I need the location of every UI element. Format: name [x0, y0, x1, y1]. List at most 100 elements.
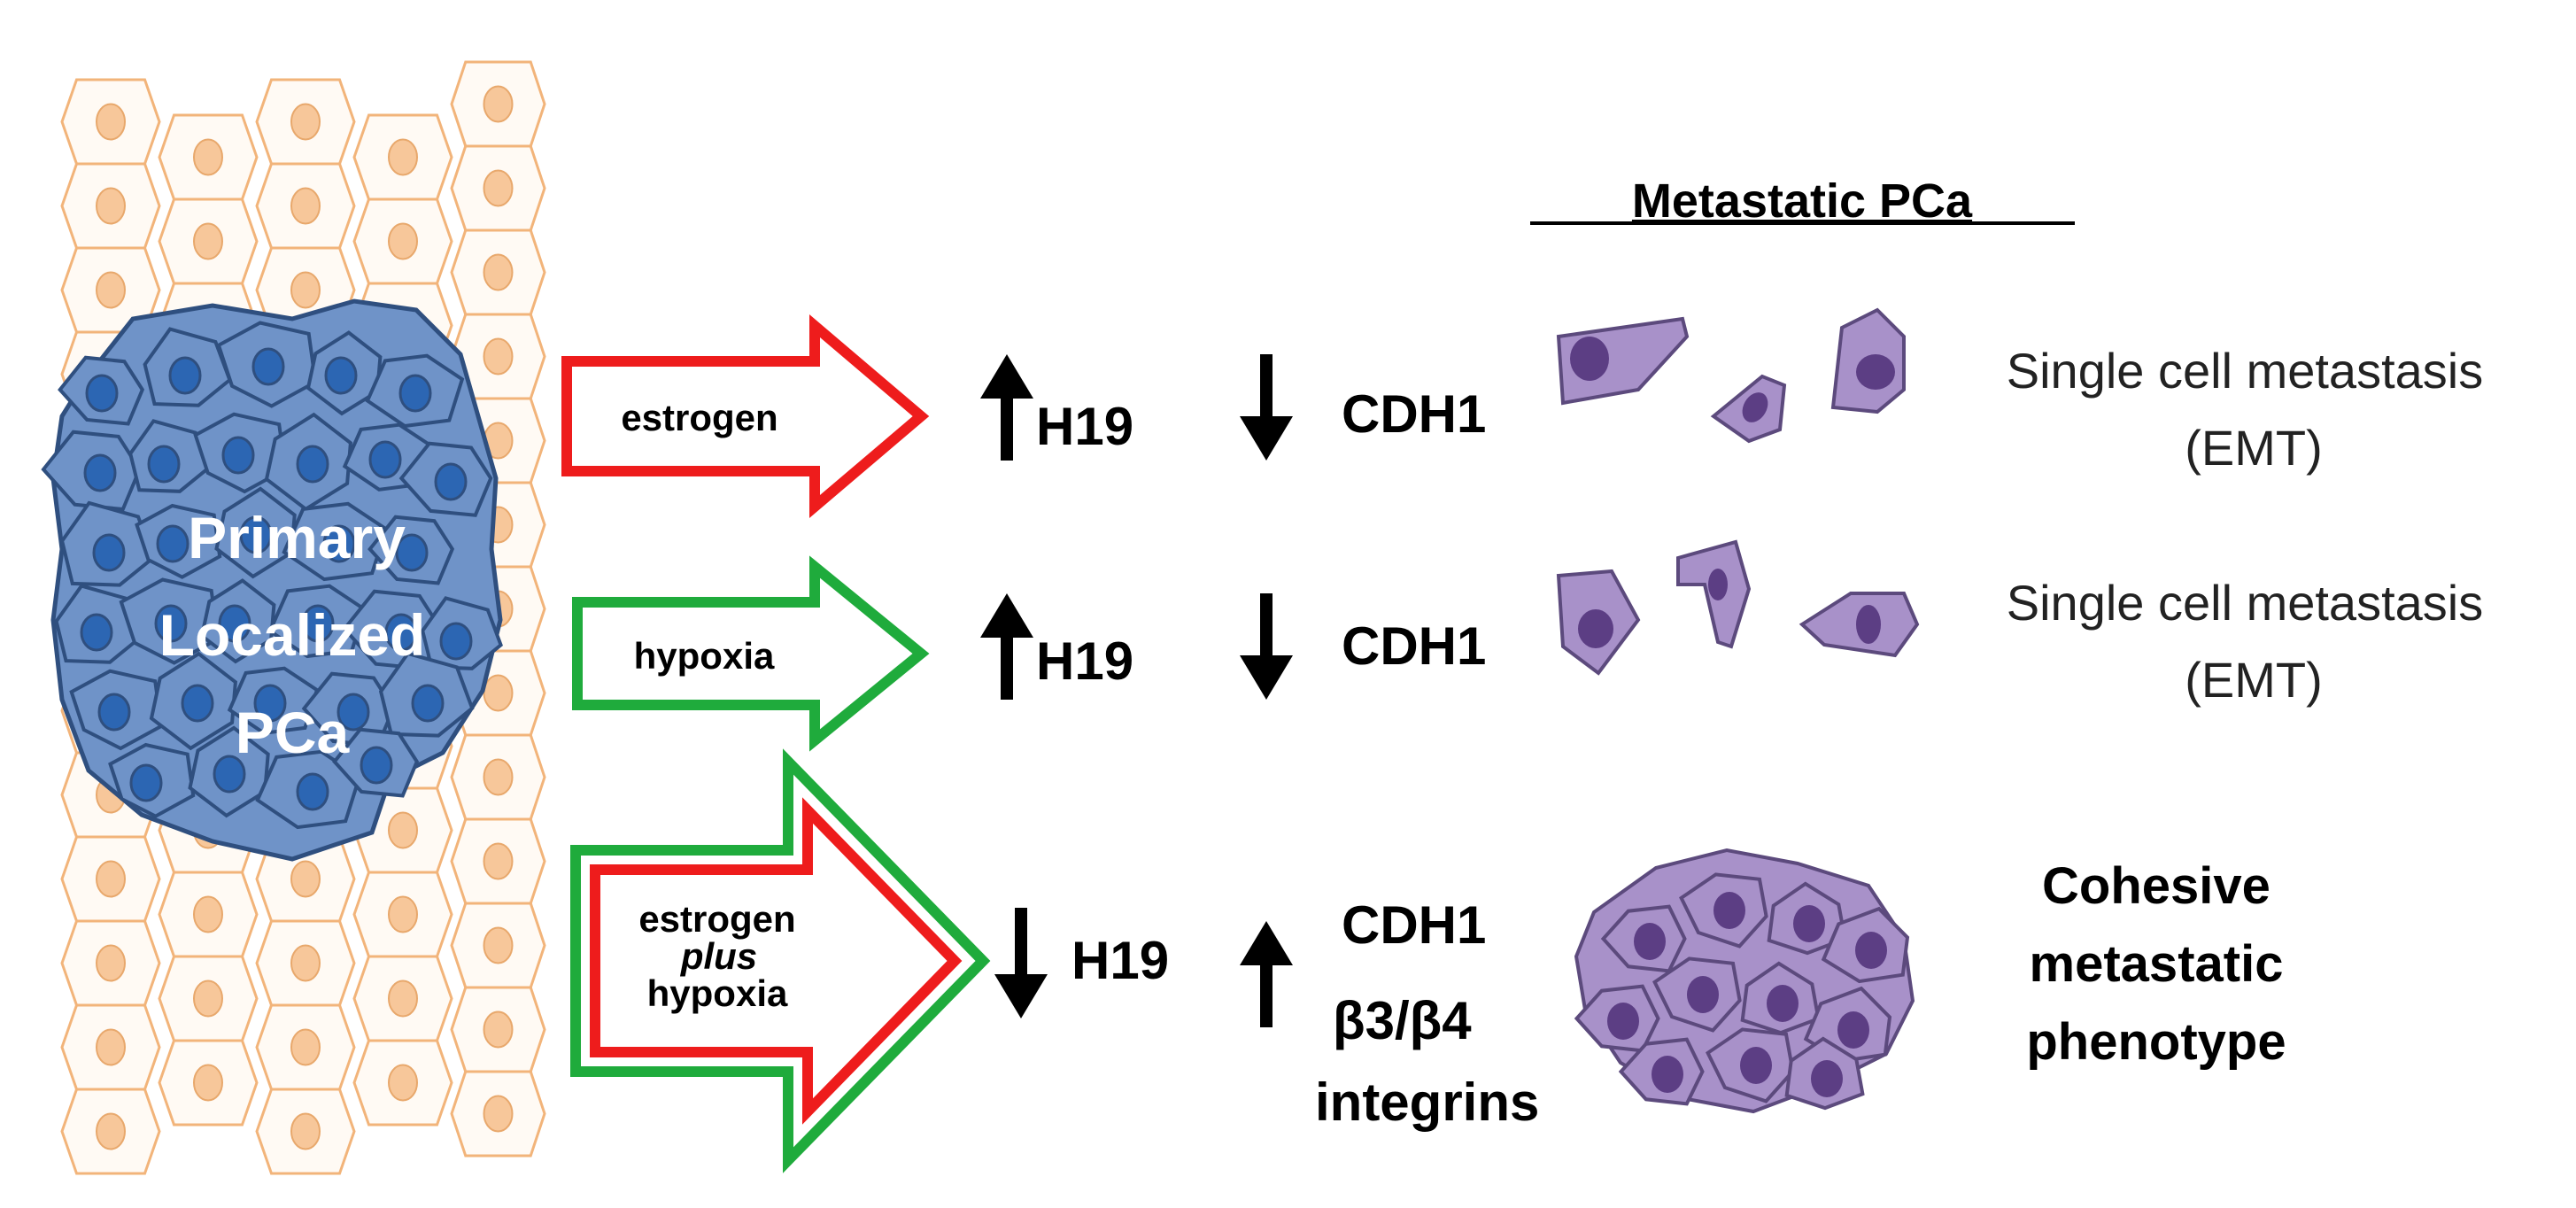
h19-label-row1: H19	[1036, 397, 1133, 456]
epithelial-nucleus	[96, 187, 126, 225]
epithelial-nucleus	[96, 103, 126, 141]
epithelial-nucleus	[483, 85, 514, 123]
tumor-nucleus	[360, 746, 393, 785]
tumor-nucleus	[147, 445, 181, 484]
cdh1-up-arrow-row3	[1240, 921, 1293, 1027]
epithelial-nucleus	[483, 169, 514, 207]
epithelial-nucleus	[483, 674, 514, 712]
cluster-nucleus	[1767, 985, 1799, 1022]
tumor-nucleus	[251, 347, 285, 386]
hypoxia-arrow-label: hypoxia	[634, 635, 775, 677]
epithelial-nucleus	[290, 1028, 321, 1066]
epithelial-nucleus	[290, 860, 321, 898]
single-cells-row2	[1556, 539, 1920, 676]
tumor-nucleus	[221, 436, 255, 475]
tumor-nucleus	[322, 524, 356, 563]
epithelial-nucleus	[96, 944, 126, 982]
combined-arrow-inner	[590, 797, 963, 1125]
epithelial-nucleus	[193, 895, 223, 933]
epithelial-nucleus	[193, 980, 223, 1018]
epithelial-nucleus	[388, 811, 418, 849]
cluster-nucleus	[1652, 1056, 1683, 1093]
cohesive-line2: metastatic	[2030, 935, 2284, 993]
tumor-nucleus	[324, 356, 358, 395]
cluster-nucleus	[1740, 1047, 1772, 1084]
epithelial-nucleus	[96, 1028, 126, 1066]
tumor-nucleus	[80, 613, 113, 652]
epithelial-nucleus	[483, 842, 514, 880]
tumor-nucleus	[296, 772, 329, 811]
estrogen-arrow	[561, 314, 930, 518]
outcome-row2-line2: (EMT)	[2185, 652, 2323, 708]
h19-down-arrow-row3	[994, 908, 1048, 1018]
epithelial-nucleus	[388, 980, 418, 1018]
tumor-nucleus	[296, 445, 329, 484]
tumor-nucleus	[434, 462, 468, 501]
tumor-nucleus	[97, 693, 131, 732]
tumor-nucleus	[368, 440, 402, 479]
tumor-nucleus	[83, 453, 117, 492]
epithelial-nucleus	[388, 895, 418, 933]
h19-label-row3: H19	[1071, 931, 1169, 990]
cluster-nucleus	[1793, 905, 1825, 942]
cluster-nucleus	[1634, 923, 1666, 960]
epithelial-nucleus	[388, 138, 418, 176]
tumor-nucleus	[168, 356, 202, 395]
tumor-nucleus	[337, 693, 370, 732]
tumor-nucleus	[85, 374, 119, 413]
tumor-nucleus	[239, 515, 273, 554]
tumor-cells	[41, 321, 503, 830]
epithelial-nucleus	[483, 1011, 514, 1049]
cdh1-label-row3: CDH1	[1342, 895, 1486, 955]
tumor-nucleus	[218, 604, 251, 643]
combined-label-hypoxia: hypoxia	[647, 972, 788, 1014]
epithelial-nucleus	[483, 758, 514, 796]
tumor-nucleus	[213, 755, 246, 794]
epithelial-nucleus	[483, 253, 514, 291]
integrins-label-line2: integrins	[1315, 1072, 1539, 1132]
combined-label-plus: plus	[680, 935, 757, 977]
primary-label-line1: Primary	[188, 505, 406, 570]
tumor-nucleus	[439, 622, 473, 661]
estrogen-arrow-label: estrogen	[621, 397, 777, 438]
met-nucleus	[1856, 605, 1881, 644]
tumor-nucleus	[154, 604, 188, 643]
epithelial-nucleus	[96, 1112, 126, 1150]
epithelial-nucleus	[290, 1112, 321, 1150]
met-nucleus	[1742, 392, 1768, 422]
tumor-nucleus	[156, 524, 190, 563]
epithelial-nucleus	[388, 1064, 418, 1102]
metastatic-heading: Metastatic PCa	[1632, 174, 1973, 228]
primary-label-line2: Localized	[159, 602, 426, 668]
epithelial-nucleus	[290, 271, 321, 309]
single-cells-row1	[1556, 307, 1906, 444]
cluster-nucleus	[1687, 976, 1719, 1013]
tumor-nucleus	[398, 374, 432, 413]
epithelial-nucleus	[290, 103, 321, 141]
primary-tumor	[41, 298, 503, 862]
cohesive-line1: Cohesive	[2042, 857, 2270, 915]
epithelial-nucleus	[483, 337, 514, 376]
h19-up-arrow-row2	[980, 593, 1033, 700]
cluster-nucleus	[1837, 1011, 1869, 1049]
cdh1-label-row1: CDH1	[1342, 384, 1486, 444]
epithelial-nucleus	[193, 222, 223, 260]
h19-up-arrow-row1	[980, 354, 1033, 461]
integrins-label-line1: β3/β4	[1333, 991, 1472, 1050]
tumor-nucleus	[384, 613, 418, 652]
met-nucleus	[1578, 609, 1613, 648]
cluster-nucleus	[1713, 892, 1745, 929]
cluster-nucleus	[1855, 932, 1887, 969]
cdh1-down-arrow-row1	[1240, 354, 1293, 461]
outcome-row1-line2: (EMT)	[2185, 420, 2323, 476]
tumor-nucleus	[92, 533, 126, 572]
cohesive-cluster	[1574, 848, 1915, 1114]
epithelial-nucleus	[290, 187, 321, 225]
primary-label-line3: PCa	[236, 700, 351, 765]
outcome-row1-line1: Single cell metastasis	[2007, 343, 2483, 399]
cluster-nucleus	[1811, 1060, 1843, 1097]
tumor-nucleus	[395, 533, 429, 572]
epithelial-nucleus	[483, 926, 514, 964]
outcome-row2-line1: Single cell metastasis	[2007, 575, 2483, 631]
